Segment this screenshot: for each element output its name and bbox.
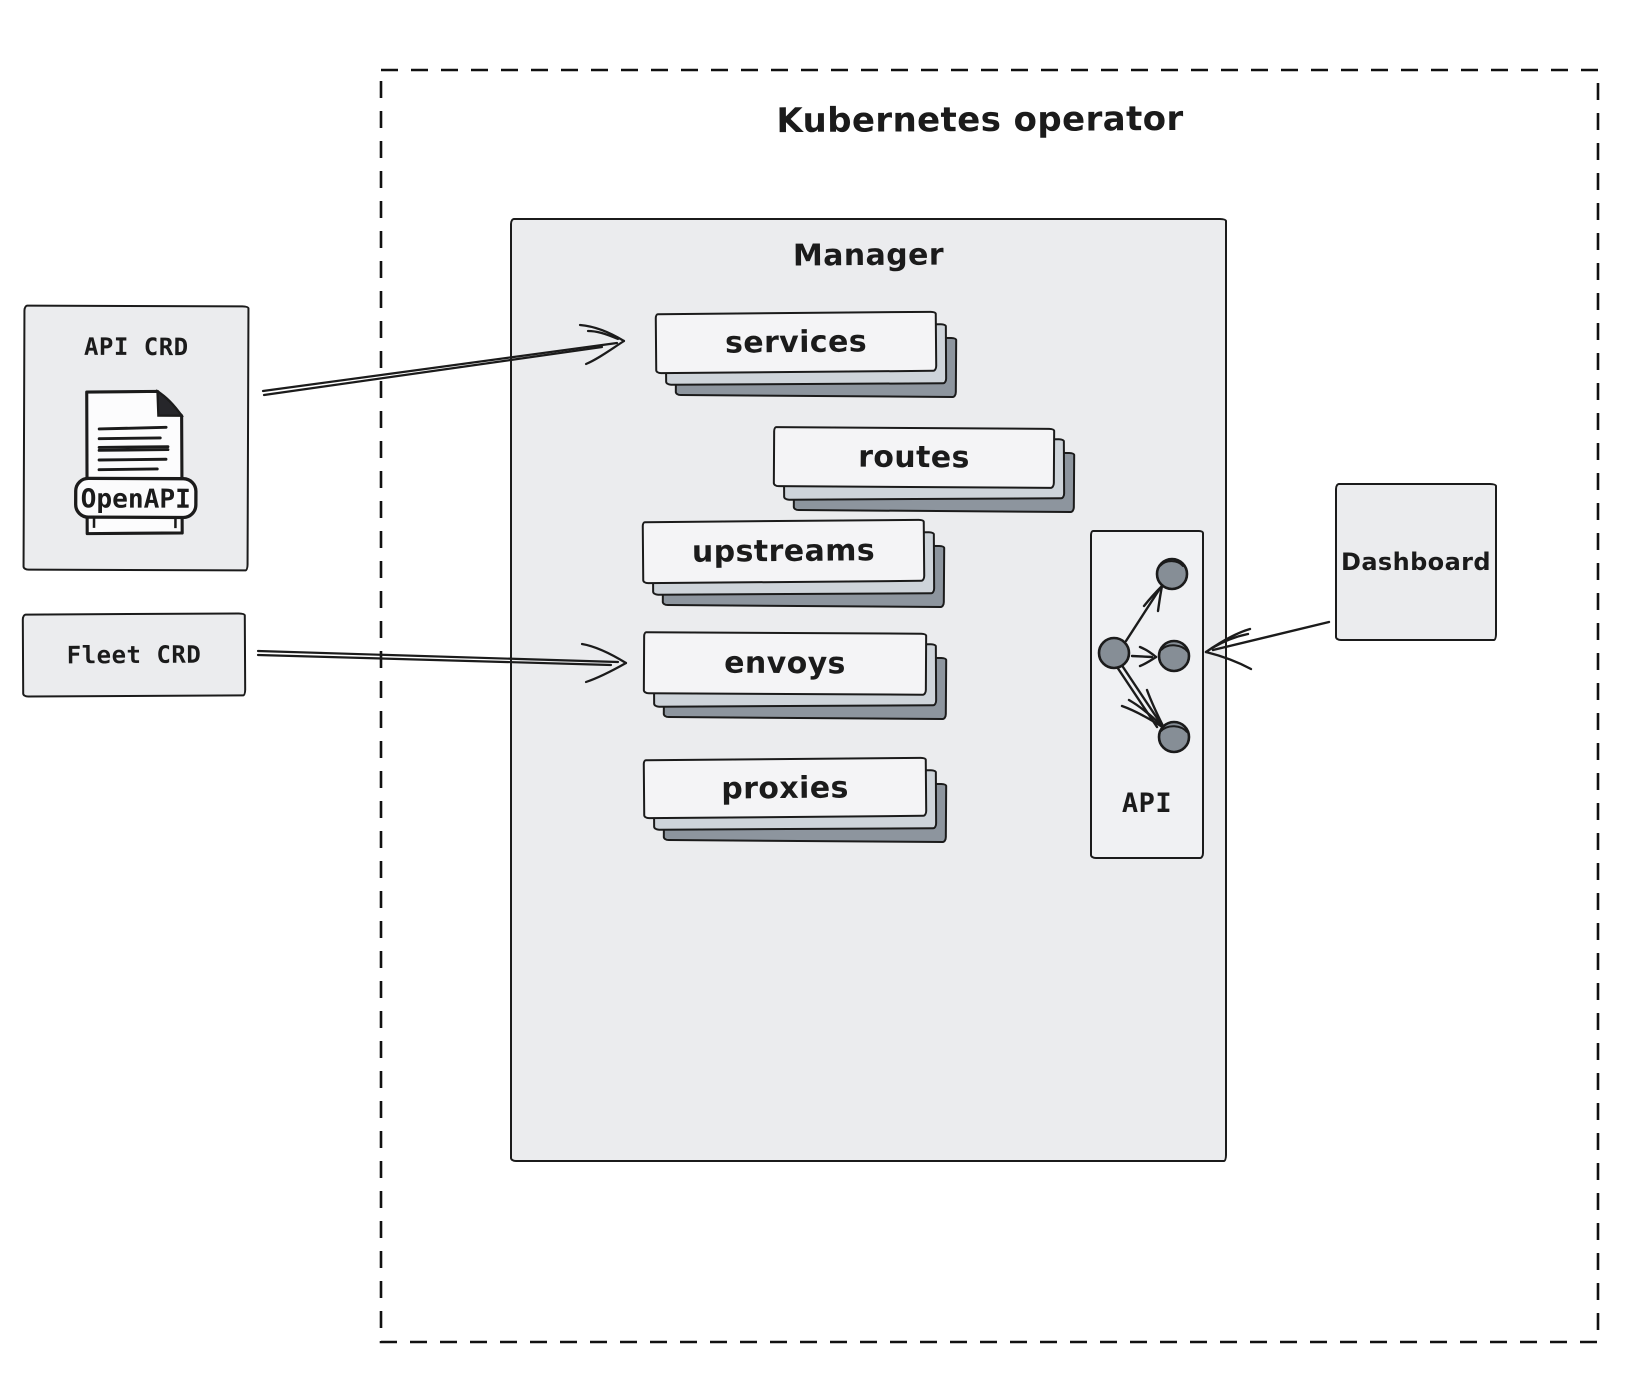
stack-label: services (724, 324, 868, 361)
stack-label: proxies (721, 769, 849, 807)
openapi-ribbon-label: OpenAPI (81, 484, 191, 514)
fleet-crd-label: Fleet CRD (66, 640, 202, 670)
api-crd-label: API CRD (83, 332, 189, 362)
stack-label: envoys (724, 645, 846, 682)
dashboard-label: Dashboard (1341, 548, 1491, 576)
stack-top-card: envoys (642, 631, 928, 696)
stack-top-card: services (654, 310, 938, 375)
dashboard-box: Dashboard (1335, 483, 1497, 641)
stack-envoys: envoys (642, 631, 948, 720)
api-crd-box: API CRD OpenAPI (22, 304, 250, 572)
api-panel-label: API (1121, 788, 1173, 819)
stack-routes: routes (772, 426, 1076, 513)
stack-label: upstreams (691, 533, 876, 570)
stack-proxies: proxies (642, 756, 948, 843)
api-panel: API (1090, 530, 1204, 859)
stack-top-card: proxies (642, 756, 928, 820)
openapi-document-icon: OpenAPI (74, 389, 198, 536)
stack-upstreams: upstreams (641, 518, 946, 608)
fleet-crd-box: Fleet CRD (21, 612, 247, 698)
stack-top-card: upstreams (641, 518, 926, 585)
stack-top-card: routes (772, 426, 1056, 489)
operator-title: Kubernetes operator (776, 98, 1184, 142)
stack-services: services (654, 310, 958, 398)
manager-label: Manager (792, 237, 945, 274)
stack-label: routes (858, 439, 970, 476)
